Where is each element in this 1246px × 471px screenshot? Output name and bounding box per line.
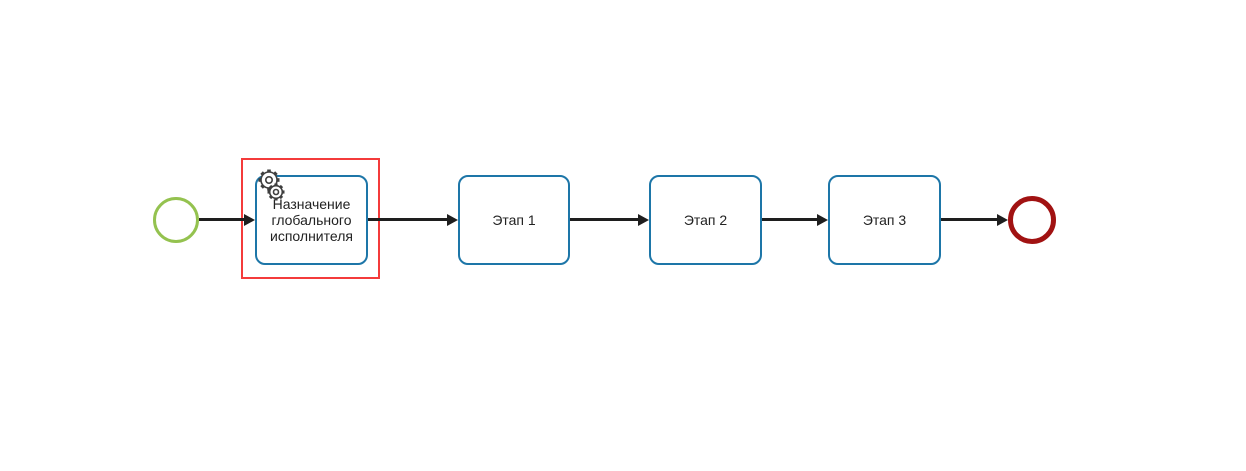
flow-line — [199, 218, 244, 221]
flow-line — [570, 218, 638, 221]
task-label: Назначение глобального исполнителя — [270, 196, 353, 244]
task-stage-1[interactable]: Этап 1 — [458, 175, 570, 265]
task-service-assign-executor[interactable]: Назначение глобального исполнителя — [255, 169, 368, 265]
task-stage-2[interactable]: Этап 2 — [649, 175, 762, 265]
start-event-circle[interactable] — [153, 197, 199, 243]
task-label: Этап 3 — [862, 212, 907, 228]
arrowhead-icon — [638, 214, 649, 226]
task-label: Этап 2 — [683, 212, 728, 228]
flow-line — [941, 218, 997, 221]
arrowhead-icon — [997, 214, 1008, 226]
arrowhead-icon — [244, 214, 255, 226]
end-event-circle[interactable] — [1008, 196, 1056, 244]
arrowhead-icon — [447, 214, 458, 226]
flow-line — [762, 218, 817, 221]
flow-line — [368, 218, 447, 221]
task-stage-3[interactable]: Этап 3 — [828, 175, 941, 265]
task-label: Этап 1 — [492, 212, 536, 228]
arrowhead-icon — [817, 214, 828, 226]
